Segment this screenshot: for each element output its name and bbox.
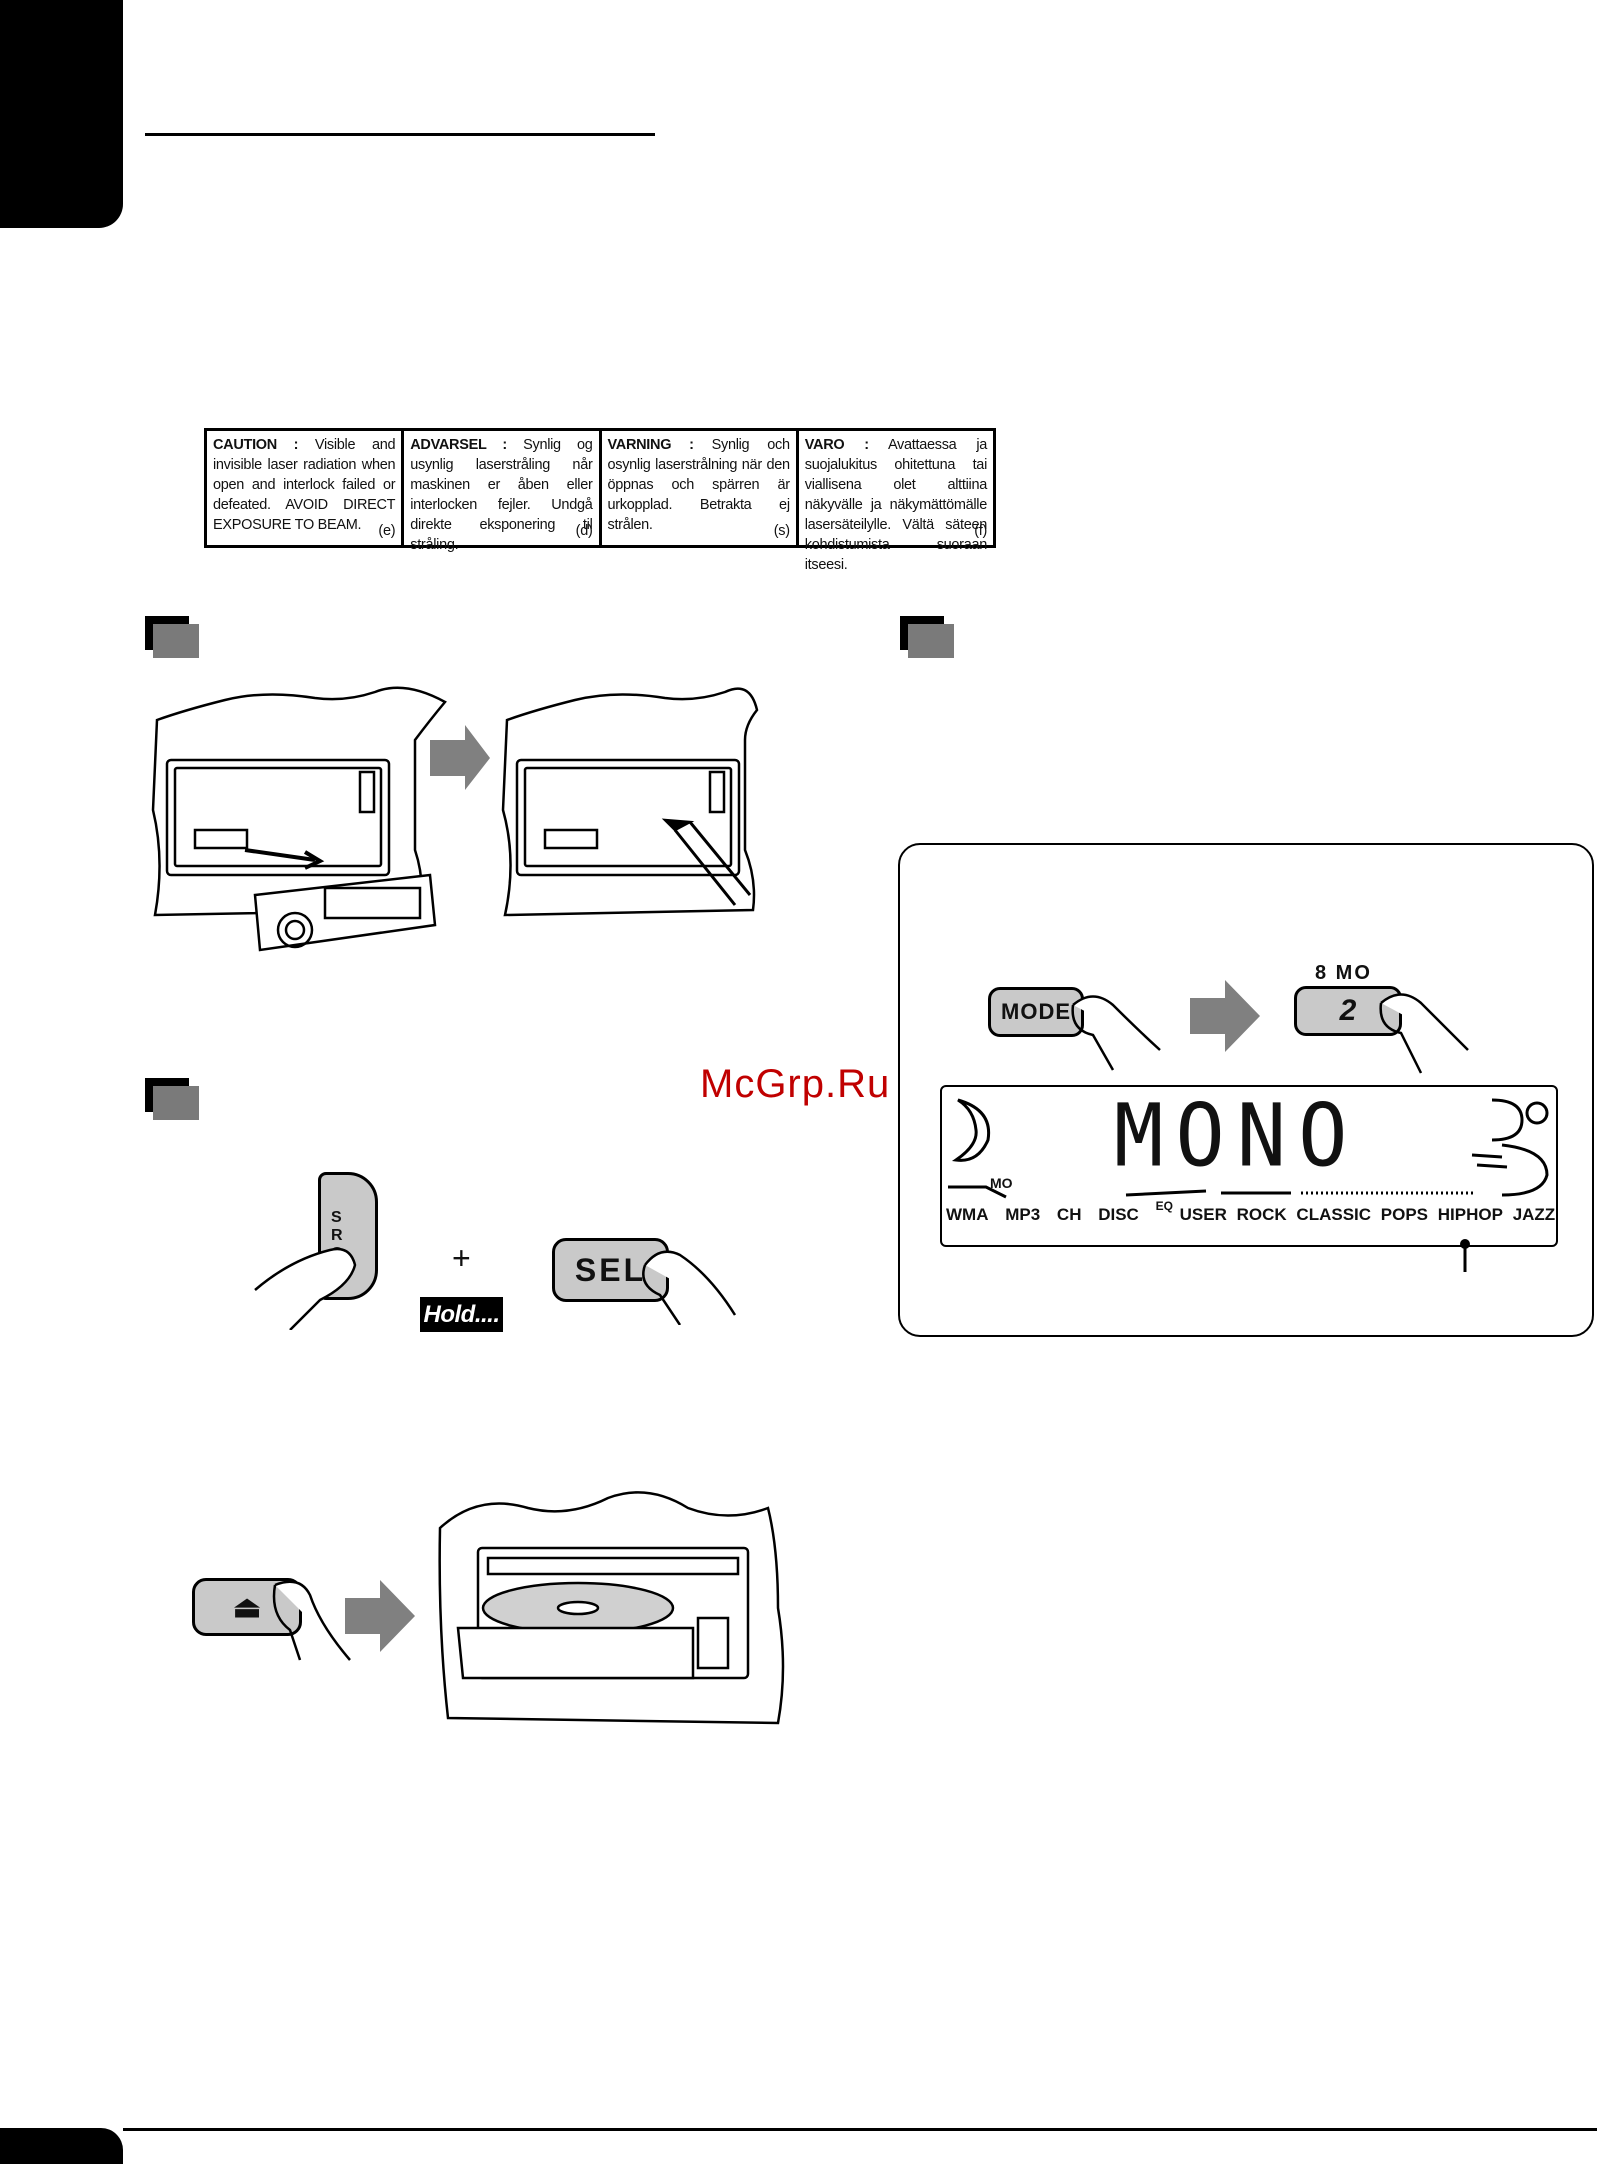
preset-2-sublabel: 8 MO xyxy=(1315,962,1372,984)
cd-loading-illustration xyxy=(438,1491,785,1725)
lcd-indicator: DISC xyxy=(1098,1205,1139,1224)
caution-cell-finnish: VARO : Avattaessa ja suojalukitus ohitet… xyxy=(795,431,993,573)
finger-icon xyxy=(1071,995,1161,1071)
laser-caution-label: CAUTION : Visible and invisible laser ra… xyxy=(204,428,996,573)
title-rule xyxy=(145,133,655,136)
src-letter: S xyxy=(331,1209,342,1226)
arrow-right-icon xyxy=(345,1580,415,1652)
hold-label: Hold.... xyxy=(420,1297,503,1332)
lcd-sound-mode: JAZZ xyxy=(1512,1205,1556,1224)
pointer-pin-icon xyxy=(1460,1239,1470,1272)
page-edge-tab xyxy=(0,0,123,228)
sound-level-icon xyxy=(1471,1098,1549,1197)
lcd-sound-mode: HIPHOP xyxy=(1437,1205,1503,1224)
lcd-sound-mode: ROCK xyxy=(1236,1205,1287,1224)
lcd-indicator-row: WMA MP3 CH DISC EQ USER ROCK CLASSIC POP… xyxy=(946,1199,1556,1225)
caution-code: (e) xyxy=(378,523,396,539)
caution-cell-danish: ADVARSEL : Synlig og usynlig laserstråli… xyxy=(401,431,598,553)
section-marker xyxy=(145,616,199,658)
plus-sign: + xyxy=(452,1240,471,1276)
mode-button[interactable]: MODE xyxy=(988,987,1084,1037)
caution-code: (s) xyxy=(773,523,790,539)
page-number-tab xyxy=(0,2128,123,2164)
caution-code: (f) xyxy=(974,523,987,539)
src-letter: R xyxy=(331,1227,343,1244)
lcd-main-text: MONO xyxy=(1114,1086,1360,1187)
sel-button[interactable]: SEL xyxy=(552,1238,669,1302)
caution-text: Avattaessa ja suojalukitus ohitettuna ta… xyxy=(804,437,988,573)
finger-icon xyxy=(1379,993,1469,1074)
lcd-indicator: WMA xyxy=(946,1205,989,1224)
lcd-level-bars xyxy=(948,1185,1476,1199)
caution-cell-swedish: VARNING : Synlig och osynlig laserstråln… xyxy=(598,431,796,545)
finger-icon xyxy=(642,1250,737,1325)
section-marker xyxy=(145,1078,199,1120)
moon-segment-icon xyxy=(951,1098,991,1162)
eject-button[interactable]: ⏏ xyxy=(192,1578,302,1636)
caution-text: Visible and invisible laser radiation wh… xyxy=(213,437,396,533)
caution-label: VARNING : xyxy=(607,437,694,453)
caution-cell-english: CAUTION : Visible and invisible laser ra… xyxy=(207,431,401,545)
caution-text: Synlig och osynlig laserstrålning när de… xyxy=(607,437,791,533)
lcd-sound-mode: CLASSIC xyxy=(1296,1205,1372,1224)
watermark: McGrp.Ru xyxy=(700,1062,891,1106)
caution-label: VARO : xyxy=(804,437,869,453)
mono-mode-diagram xyxy=(898,843,1594,1337)
detach-panel-illustration xyxy=(151,686,759,952)
lcd-eq-indicator: EQ xyxy=(1155,1199,1173,1213)
lcd-indicator: CH xyxy=(1056,1205,1082,1224)
finger-icon xyxy=(254,1247,357,1330)
bottom-rule xyxy=(123,2128,1597,2131)
caution-label: CAUTION : xyxy=(213,437,299,453)
arrow-right-icon xyxy=(1190,980,1260,1052)
lcd-display: MONO MO WMA MP3 CH DISC EQ USER ROCK CLA… xyxy=(940,1085,1558,1247)
caution-code: (d) xyxy=(575,523,593,539)
finger-icon xyxy=(272,1580,351,1661)
caution-label: ADVARSEL : xyxy=(410,437,507,453)
lcd-sound-mode: POPS xyxy=(1380,1205,1429,1224)
section-marker xyxy=(900,616,954,658)
lcd-mo-indicator: MO xyxy=(990,1175,1013,1191)
lcd-sound-mode: USER xyxy=(1179,1205,1227,1224)
caution-text: Synlig og usynlig laserstråling når mask… xyxy=(410,437,593,553)
lcd-indicator: MP3 xyxy=(1005,1205,1041,1224)
